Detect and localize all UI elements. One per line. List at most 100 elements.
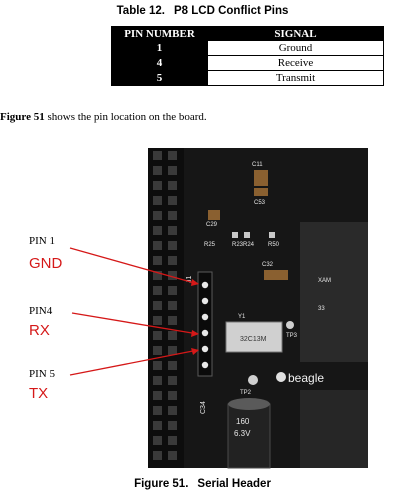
header-pin-socket [153, 151, 162, 160]
pin-number-cell: 4 [111, 55, 208, 71]
callout-rx: RX [29, 322, 50, 339]
header-pin-socket [168, 421, 177, 430]
label-c29: C29 [206, 222, 218, 228]
header-pin-socket [168, 316, 177, 325]
pin1-arrowhead-icon [191, 279, 199, 286]
label-beagle-logo: beagle [288, 371, 324, 385]
pin-number-cell: 1 [111, 40, 208, 56]
header-pin-socket [153, 196, 162, 205]
label-r23-r24: R23R24 [232, 242, 255, 248]
label-j1: J1 [186, 276, 193, 284]
signal-cell: Transmit [207, 70, 384, 86]
j1-pin [201, 361, 209, 369]
label-r25: R25 [204, 242, 216, 248]
header-pin-socket [168, 226, 177, 235]
table-header-row: PIN NUMBER SIGNAL [111, 26, 384, 41]
label-cap-voltage: 6.3V [234, 429, 251, 438]
table-caption-title: P8 LCD Conflict Pins [174, 5, 289, 17]
header-pin-socket [168, 391, 177, 400]
header-pin-socket [168, 361, 177, 370]
pin5-callout-arrow [69, 349, 199, 376]
table-caption-number: Table 12. [116, 5, 165, 17]
signal-cell: Ground [207, 40, 384, 56]
body-text: shows the pin location on the board. [44, 111, 207, 123]
header-pins [153, 151, 177, 460]
label-33: 33 [318, 306, 325, 312]
header-pin-socket [153, 421, 162, 430]
header-pin-socket [168, 406, 177, 415]
label-c32: C32 [262, 262, 274, 268]
j1-pin [201, 329, 209, 337]
label-tp3: TP3 [286, 333, 298, 339]
label-c11: C11 [252, 162, 263, 168]
header-pin-socket [168, 346, 177, 355]
serial-header-j1 [197, 271, 213, 377]
j1-pin [201, 281, 209, 289]
header-pin-socket [168, 241, 177, 250]
header-pin-socket [153, 376, 162, 385]
callout-tx: TX [29, 385, 49, 402]
label-cap-value: 160 [236, 417, 250, 426]
pin4-callout-arrow [71, 312, 199, 335]
table-row: 1 Ground [111, 40, 384, 56]
header-pin-socket [168, 376, 177, 385]
header-pin-socket [168, 151, 177, 160]
j1-pin [201, 313, 209, 321]
figure-caption-title: Serial Header [197, 478, 271, 490]
cap-c11 [254, 170, 268, 186]
header-pin-socket [168, 331, 177, 340]
resistor-r24 [244, 232, 250, 238]
beagle-logo-icon [276, 372, 286, 382]
header-pin-socket [168, 271, 177, 280]
test-point-tp3 [286, 321, 294, 329]
figure-caption: Figure 51. Serial Header [0, 478, 405, 490]
resistor-r50 [269, 232, 275, 238]
header-pin-socket [153, 241, 162, 250]
label-c53: C53 [254, 200, 266, 206]
callout-pin4: PIN4 [29, 305, 53, 317]
resistor-r23 [232, 232, 238, 238]
label-tp2: TP2 [240, 390, 252, 396]
header-pin-socket [153, 406, 162, 415]
header-pin-number: PIN NUMBER [111, 26, 208, 41]
header-pin-socket [153, 211, 162, 220]
header-pin-socket [153, 346, 162, 355]
capacitor-top [228, 398, 270, 410]
j1-pin [201, 345, 209, 353]
header-pin-socket [168, 211, 177, 220]
header-pin-socket [168, 166, 177, 175]
callout-gnd: GND [29, 255, 63, 272]
pin-number-cell: 5 [111, 70, 208, 86]
label-r50: R50 [268, 242, 280, 248]
table-row: 4 Receive [111, 55, 384, 71]
header-pin-socket [168, 436, 177, 445]
callout-pin5: PIN 5 [29, 368, 55, 380]
j1-pin [201, 297, 209, 305]
header-pin-socket [168, 256, 177, 265]
header-pin-socket [153, 391, 162, 400]
test-point-tp2 [248, 375, 258, 385]
label-y1: Y1 [238, 314, 246, 320]
figure-reference: Figure 51 [0, 111, 45, 123]
lower-chip [300, 390, 368, 468]
header-pin-socket [153, 316, 162, 325]
crystal-y1 [225, 321, 283, 353]
table-row: 5 Transmit [111, 70, 384, 86]
header-pin-socket [153, 301, 162, 310]
header-pin-socket [168, 286, 177, 295]
body-paragraph: Figure 51 shows the pin location on the … [0, 111, 207, 123]
cap-c29 [208, 210, 220, 220]
label-crystal: 32C13M [240, 336, 267, 343]
header-pin-socket [153, 286, 162, 295]
label-c34: C34 [200, 401, 207, 414]
header-pin-socket [168, 181, 177, 190]
header-pin-socket [153, 436, 162, 445]
processor-chip [300, 222, 368, 362]
pin1-callout-arrow [69, 247, 199, 285]
header-pin-socket [153, 331, 162, 340]
header-pin-socket [168, 451, 177, 460]
header-pin-socket [153, 181, 162, 190]
figure-caption-number: Figure 51. [134, 478, 189, 490]
cap-c32 [264, 270, 288, 280]
